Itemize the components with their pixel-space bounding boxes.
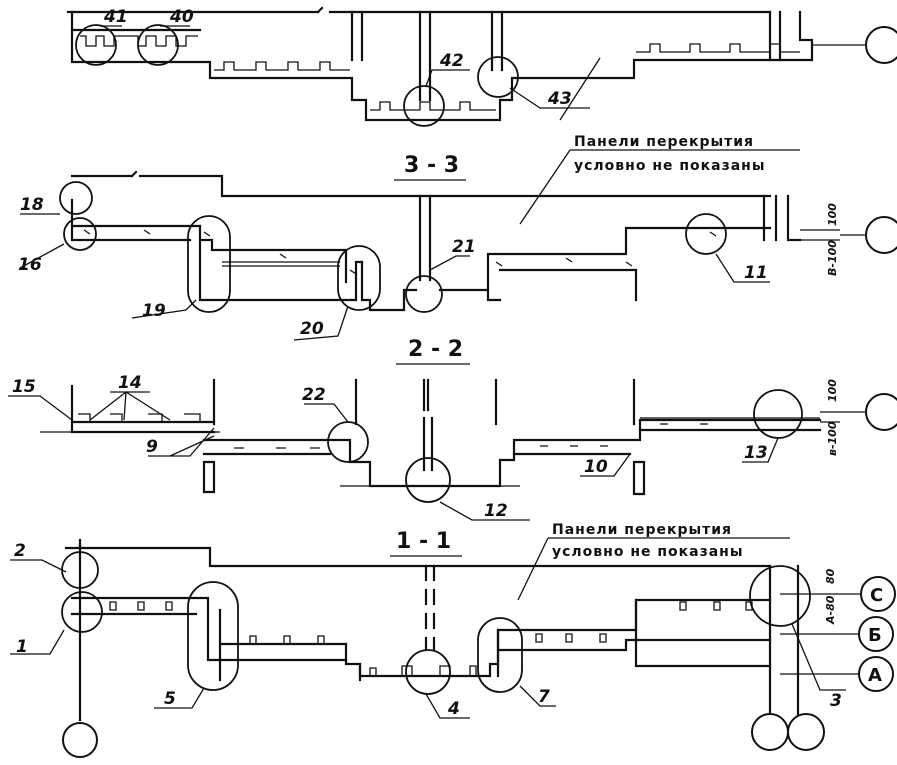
callout-9: 9 [146,437,158,457]
callout-circle-4 [405,649,451,695]
axis-bubble-bottom-1 [751,713,789,751]
callout-3: 3 [830,691,842,711]
callout-21: 21 [452,237,476,257]
callout-7: 7 [538,687,550,707]
axis-bubble-3-3 [865,216,897,254]
dim-b100-3-3: В-100 [826,240,839,276]
note-bottom-line2: условно не показаны [552,544,744,560]
callout-circle-22 [327,421,369,463]
top-partial-section: 41 40 42 43 [66,6,897,127]
callout-5: 5 [164,689,176,709]
callout-43: 43 [547,89,572,109]
axis-bubble-b [858,616,894,652]
callout-oval-20 [337,245,381,311]
callout-20: 20 [300,319,324,339]
callout-circle-12 [405,457,451,503]
callout-16: 16 [18,255,42,275]
section-title-3-3: 3 - 3 [404,153,459,178]
callout-circle-1 [61,591,103,633]
callout-22: 22 [302,385,326,405]
callout-12: 12 [484,501,508,521]
note-bottom-line1: Панели перекрытия [552,522,732,538]
callout-circle-3 [749,565,811,627]
axis-bubble-bottom-left [62,722,98,758]
dim-100-2-2: 100 [826,379,839,402]
axis-label-b: Б [868,625,882,646]
dim-a80: А-80 [824,595,837,625]
axis-bubble-bottom-2 [787,713,825,751]
dim-b100-2-2: в-100 [826,421,839,456]
dim-100-3-3: 100 [826,203,839,226]
callout-circle-18 [59,181,93,215]
section-title-1-1: 1 - 1 [396,529,451,554]
axis-bubble-top [865,26,897,64]
callout-19: 19 [142,301,166,321]
section-2-2: 2 - 2 15 14 9 22 12 10 13 100 в-100 [8,337,897,521]
callout-oval-19 [187,215,231,313]
callout-11: 11 [744,263,768,283]
callout-circle-16 [63,217,97,251]
callout-1: 1 [16,637,28,657]
callout-2: 2 [14,541,26,561]
callout-18: 18 [20,195,44,215]
callout-oval-7 [477,617,523,693]
dim-80: 80 [824,568,837,584]
callout-10: 10 [584,457,608,477]
section-title-2-2: 2 - 2 [408,337,463,362]
section-3-3: 3 - 3 18 16 19 20 21 11 100 В-100 [18,153,897,341]
callout-40: 40 [169,7,194,27]
axis-bubble-c [860,576,896,612]
section-1-1: 1 - 1 С Б А 2 1 5 4 7 3 80 А-80 [10,529,896,758]
callout-15: 15 [12,377,36,397]
callout-circle-42 [403,85,445,127]
callout-circle-40 [137,24,179,66]
callout-41: 41 [103,7,128,27]
axis-label-c: С [870,585,883,606]
callout-42: 42 [439,51,464,71]
callout-circle-43 [477,56,519,98]
callout-circle-41 [75,24,117,66]
axis-label-a: А [868,665,882,686]
callout-circle-11 [685,213,727,255]
axis-bubble-a [858,656,894,692]
note-top-line2: условно не показаны [574,158,766,174]
callout-13: 13 [744,443,768,463]
note-bottom: Панели перекрытия условно не показаны [517,522,790,601]
note-top: Панели перекрытия условно не показаны [519,57,800,225]
note-top-line1: Панели перекрытия [574,134,754,150]
callout-14: 14 [118,373,142,393]
callout-oval-5 [187,581,239,691]
callout-circle-21 [405,275,443,313]
axis-bubble-2-2 [865,393,897,431]
callout-4: 4 [447,699,460,719]
